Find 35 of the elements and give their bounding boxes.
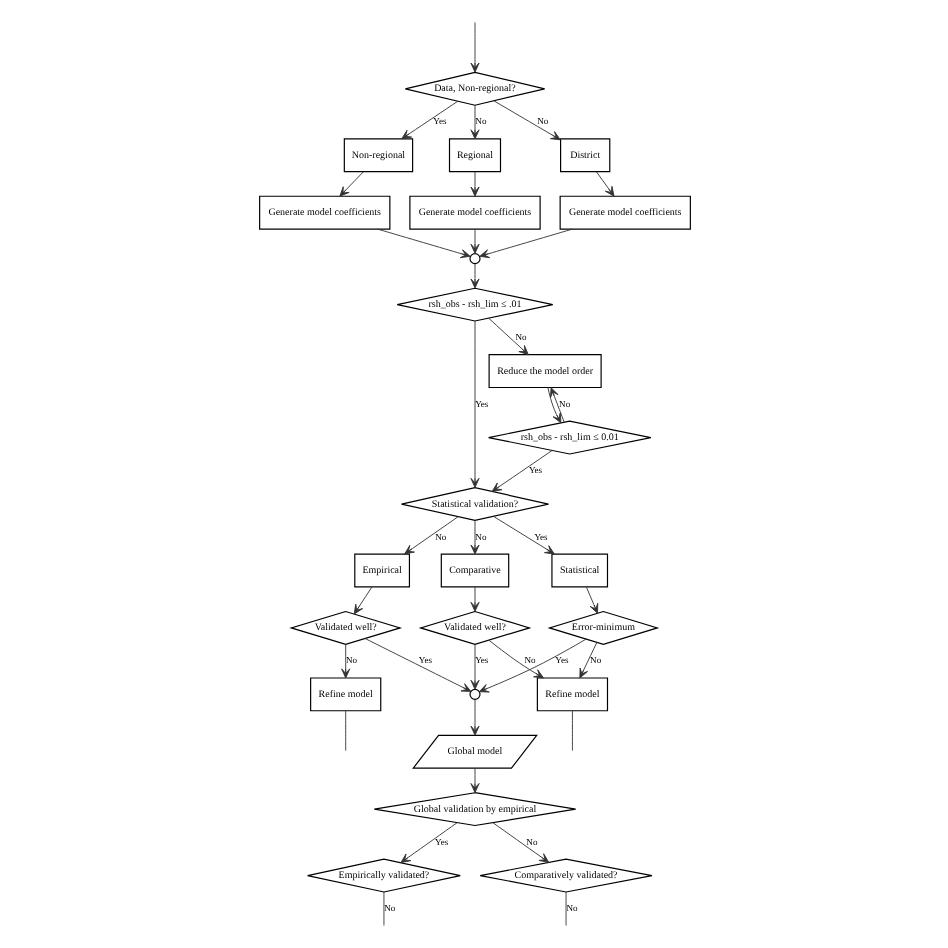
connector: [570, 710, 572, 752]
arrow: [469, 171, 479, 197]
arrow: [491, 822, 549, 863]
arrow: [595, 171, 614, 197]
node-circle: [468, 688, 480, 700]
arrow: [338, 171, 363, 197]
connector: [344, 710, 346, 752]
arrow: [469, 320, 479, 488]
arrow: [585, 586, 598, 614]
arrow: [469, 228, 479, 254]
arrow: [478, 228, 572, 259]
arrow: [469, 263, 479, 289]
arrow: [492, 515, 554, 555]
connector: [564, 891, 566, 927]
arrow: [492, 100, 560, 141]
arrow: [469, 104, 479, 140]
arrow: [578, 642, 597, 679]
arrow: [487, 640, 543, 679]
arrow: [469, 699, 479, 736]
arrow: [469, 586, 479, 612]
arrow: [490, 450, 552, 492]
arrow: [376, 228, 470, 259]
node-circle: [468, 253, 480, 265]
arrow: [469, 520, 479, 555]
arrow: [477, 638, 586, 693]
arrow: [340, 644, 350, 679]
arrow: [487, 317, 528, 356]
arrow: [363, 638, 471, 692]
arrow: [403, 516, 458, 555]
arrow: [469, 767, 479, 794]
arrow: [400, 100, 458, 140]
arrow: [352, 586, 372, 615]
arrow: [469, 644, 479, 690]
connector: [382, 891, 384, 927]
arrow: [399, 822, 457, 864]
